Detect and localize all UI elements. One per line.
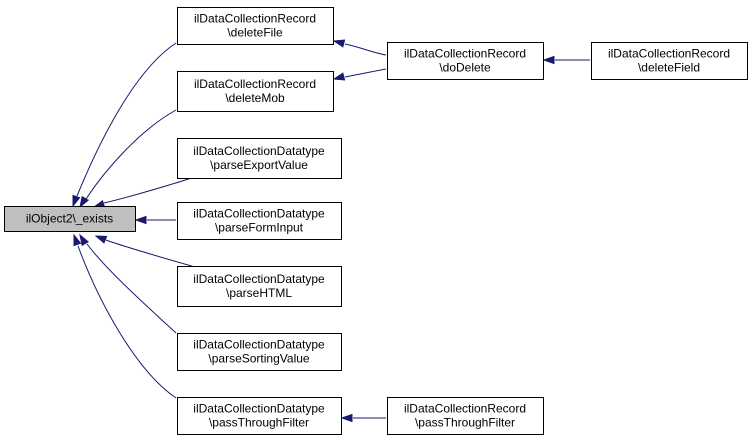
- node-class-label: ilDataCollectionDatatype: [193, 338, 325, 352]
- edge-datatype-passthroughfilter-to-ilobject2-exists: [73, 233, 177, 399]
- node-ilobject2-exists[interactable]: ilObject2\_exists: [4, 206, 136, 232]
- node-method-label: \doDelete: [439, 61, 491, 75]
- node-box: [177, 397, 342, 435]
- edge-line: [85, 109, 177, 200]
- node-box: [177, 202, 342, 240]
- node-class-label: ilDataCollectionRecord: [404, 402, 526, 416]
- node-datatype-parsehtml[interactable]: ilDataCollectionDatatype\parseHTML: [177, 266, 342, 307]
- node-box: [177, 71, 334, 112]
- arrowhead-icon: [73, 233, 82, 247]
- node-class-label: ilDataCollectionDatatype: [193, 207, 325, 221]
- node-class-label: ilObject2\_exists: [26, 212, 113, 226]
- node-class-label: ilDataCollectionRecord: [194, 12, 316, 26]
- node-method-label: \deleteFile: [227, 26, 283, 40]
- edge-line: [344, 43, 387, 56]
- node-record-passthroughfilter[interactable]: ilDataCollectionRecord\passThroughFilter: [387, 397, 544, 435]
- node-method-label: \passThroughFilter: [415, 416, 515, 430]
- node-datatype-passthroughfilter[interactable]: ilDataCollectionDatatype\passThroughFilt…: [177, 397, 342, 435]
- node-method-label: \deleteMob: [225, 91, 285, 105]
- node-class-label: ilDataCollectionRecord: [404, 47, 526, 61]
- edge-line: [86, 243, 177, 334]
- arrowhead-icon: [340, 413, 353, 423]
- edge-datatype-parsehtml-to-ilobject2-exists: [94, 235, 196, 268]
- arrowhead-icon: [79, 233, 90, 247]
- edge-record-deletefield-to-record-dodelete: [542, 55, 590, 65]
- node-box: [177, 333, 342, 371]
- node-class-label: ilDataCollectionDatatype: [193, 402, 325, 416]
- node-class-label: ilDataCollectionDatatype: [193, 144, 325, 158]
- node-class-label: ilDataCollectionRecord: [194, 77, 316, 91]
- node-box: [177, 138, 342, 179]
- edge-record-dodelete-to-record-deletemob: [332, 68, 387, 81]
- arrowhead-icon: [134, 215, 147, 225]
- node-method-label: \passThroughFilter: [209, 416, 309, 430]
- node-record-deletemob[interactable]: ilDataCollectionRecord\deleteMob: [177, 71, 334, 112]
- node-method-label: \parseHTML: [226, 286, 292, 300]
- node-datatype-parseexportvalue[interactable]: ilDataCollectionDatatype\parseExportValu…: [177, 138, 342, 179]
- edge-record-passthroughfilter-to-datatype-passthroughfilter: [340, 413, 386, 423]
- node-datatype-parseforminput[interactable]: ilDataCollectionDatatype\parseFormInput: [177, 202, 342, 240]
- arrowhead-icon: [79, 195, 90, 209]
- node-class-label: ilDataCollectionRecord: [608, 47, 730, 61]
- node-box: [177, 7, 334, 45]
- nodes-layer: ilObject2\_existsilDataCollectionRecord\…: [4, 7, 748, 435]
- edge-line: [344, 68, 387, 78]
- node-record-dodelete[interactable]: ilDataCollectionRecord\doDelete: [387, 42, 544, 80]
- edge-record-deletemob-to-ilobject2-exists: [79, 109, 177, 209]
- edge-line: [76, 42, 177, 197]
- edge-line: [103, 176, 196, 204]
- edge-datatype-parsesortingvalue-to-ilobject2-exists: [79, 233, 177, 334]
- node-method-label: \parseExportValue: [210, 158, 308, 172]
- node-class-label: ilDataCollectionDatatype: [193, 272, 325, 286]
- node-record-deletefile[interactable]: ilDataCollectionRecord\deleteFile: [177, 7, 334, 45]
- node-box: [387, 42, 544, 80]
- node-datatype-parsesortingvalue[interactable]: ilDataCollectionDatatype\parseSortingVal…: [177, 333, 342, 371]
- node-box: [4, 206, 136, 232]
- node-box: [177, 266, 342, 307]
- node-method-label: \parseSortingValue: [208, 352, 310, 366]
- arrowhead-icon: [332, 72, 346, 81]
- arrowhead-icon: [72, 194, 81, 208]
- node-method-label: \deleteField: [638, 61, 700, 75]
- arrowhead-icon: [332, 39, 346, 48]
- edge-line: [105, 239, 196, 268]
- arrowhead-icon: [542, 55, 555, 65]
- node-record-deletefield[interactable]: ilDataCollectionRecord\deleteField: [591, 42, 748, 80]
- node-method-label: \parseFormInput: [215, 221, 304, 235]
- node-box: [387, 397, 544, 435]
- edge-record-dodelete-to-record-deletefile: [332, 39, 387, 56]
- edges-layer: [72, 39, 590, 423]
- node-box: [591, 42, 748, 80]
- edge-line: [77, 245, 177, 399]
- arrowhead-icon: [94, 235, 108, 244]
- edge-record-deletefile-to-ilobject2-exists: [72, 42, 177, 208]
- edge-datatype-parseforminput-to-ilobject2-exists: [134, 215, 176, 225]
